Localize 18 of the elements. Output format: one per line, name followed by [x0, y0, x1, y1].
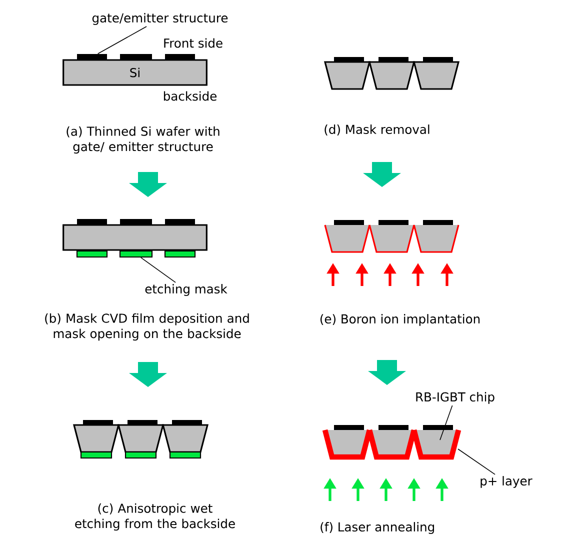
wafer: Si: [62, 59, 208, 86]
step-caption: (f) Laser annealing: [320, 522, 434, 534]
step-caption: (a) Thinned Si wafer with gate/ emitter structure: [66, 126, 220, 154]
leader-line: [440, 405, 453, 440]
etching-mask: [119, 250, 153, 258]
callout-label: gate/emitter structure: [92, 13, 228, 25]
leader-line: [458, 448, 496, 475]
step-caption: (e) Boron ion implantation: [320, 314, 480, 326]
wafer: [62, 224, 208, 251]
step-caption: (c) Anisotropic wet etching from the backside: [75, 503, 235, 531]
callout-label: etching mask: [145, 284, 228, 296]
step-caption: (b) Mask CVD film deposition and mask opening on the backside: [45, 313, 249, 341]
callout-label: RB-IGBT chip: [416, 392, 494, 404]
leader-line: [97, 26, 147, 54]
callout-label: p+ layer: [480, 476, 532, 488]
step-caption: (d) Mask removal: [324, 124, 430, 136]
leader-line: [140, 257, 176, 283]
side-label: Front side: [164, 38, 222, 48]
